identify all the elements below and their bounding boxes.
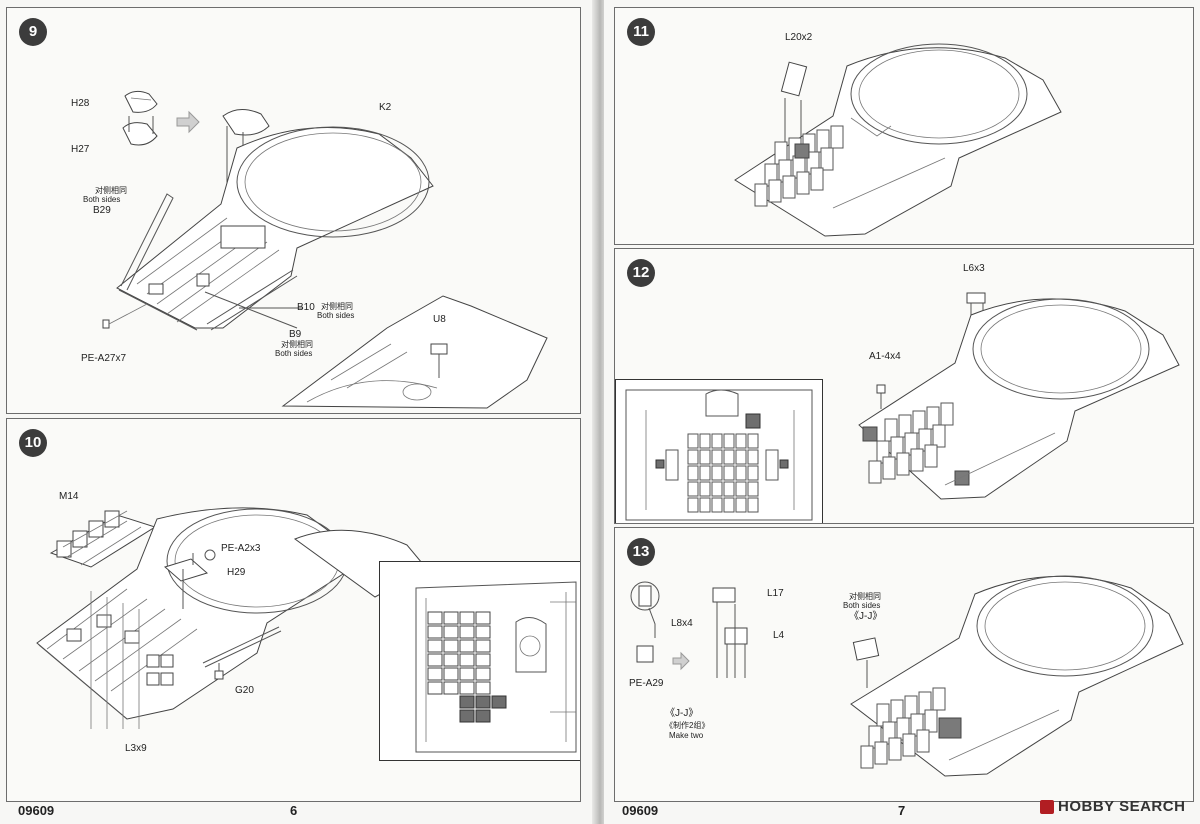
part-label-a1: A1-4x4 [869,351,901,362]
part-label-l4: L4 [773,630,785,641]
hobby-search-logo-icon [1040,800,1054,814]
step-13-diagram [630,575,1184,777]
note-make-two-en: Make two [669,731,704,740]
step-12-detail-inset [615,379,823,523]
detail-inset-diagram [415,581,577,753]
footer-page-number: 6 [290,803,298,818]
part-label-g20: G20 [235,685,254,696]
part-label-h28: H28 [71,98,90,109]
note-j-j-view: 《J-J》 [849,611,883,622]
detail-inset-diagram [625,389,813,521]
step-number-badge: 13 [627,538,655,566]
part-label-l3: L3x9 [125,743,147,754]
step-10-panel: 10 [6,418,581,802]
footer-product-code: 09609 [622,803,659,818]
note-both-sides-cn: 对侧相同 [95,186,127,195]
part-label-h29: H29 [227,567,246,578]
note-both-sides-en: Both sides [83,195,121,204]
part-label-u8: U8 [433,314,446,325]
step-number-badge: 11 [627,18,655,46]
part-label-b10: B10 [297,302,315,313]
step-12-diagram [858,292,1180,500]
step-11-panel: 11 L20x2 [614,7,1194,245]
step-number-badge: 9 [19,18,47,46]
step-9-panel: 9 [6,7,581,414]
step-10-detail-inset [379,561,580,761]
part-label-pe-a27: PE-A27x7 [81,353,127,364]
note-both-sides-cn: 对侧相同 [321,302,353,311]
step-13-panel: 13 L1 [614,527,1194,802]
part-label-k2: K2 [379,102,392,113]
part-label-m14: M14 [59,491,79,502]
part-label-pe-a2: PE-A2x3 [221,543,261,554]
note-both-sides-cn: 对侧相同 [849,592,881,601]
step-number-badge: 10 [19,429,47,457]
watermark-brand: HOBBY SEARCH [1058,798,1186,815]
part-label-h27: H27 [71,144,90,155]
step-number-badge: 12 [627,259,655,287]
note-both-sides-en: Both sides [317,311,355,320]
page-right: 11 L20x2 12 [604,0,1200,824]
step-12-panel: 12 L6x3 A1-4x4 [614,248,1194,524]
step-9-diagram [102,90,548,409]
part-label-l17: L17 [767,588,784,599]
note-both-sides-en: Both sides [843,601,881,610]
footer-product-code: 09609 [18,803,55,818]
part-label-b29: B29 [93,205,111,216]
part-label-l6: L6x3 [963,263,985,274]
note-make-two-cn: 《制作2组》 [665,721,710,730]
page-left: 9 [0,0,596,824]
note-both-sides-cn: 对侧相同 [281,340,313,349]
part-label-l20: L20x2 [785,32,813,43]
part-label-pe-a29: PE-A29 [629,678,664,689]
footer-page-number: 7 [898,803,906,818]
note-j-j-view: 《J-J》 [665,708,699,719]
part-label-l8: L8x4 [671,618,693,629]
part-label-b9: B9 [289,329,302,340]
step-11-diagram [734,43,1062,237]
note-both-sides-en: Both sides [275,349,313,358]
